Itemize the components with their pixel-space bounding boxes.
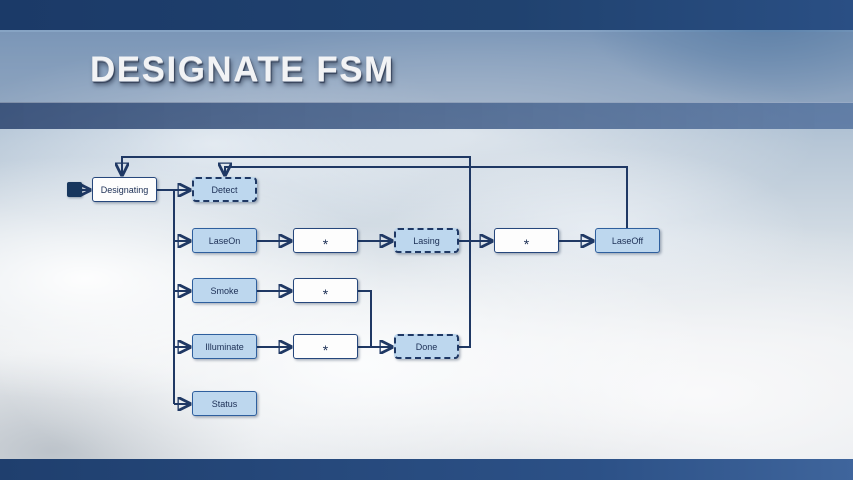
state-status-label: Status — [211, 398, 238, 409]
state-wildcard-smoke-label: * — [322, 285, 329, 302]
state-wildcard-laseon: * — [293, 228, 358, 253]
state-wildcard-lasing: * — [494, 228, 559, 253]
state-wildcard-smoke: * — [293, 278, 358, 303]
slide-title: DESIGNATE FSM — [90, 50, 395, 89]
initial-state-marker — [67, 182, 82, 197]
state-status: Status — [192, 391, 257, 416]
state-wildcard-illuminate-label: * — [322, 341, 329, 358]
state-illuminate-label: Illuminate — [205, 341, 244, 352]
top-bar — [0, 0, 853, 30]
state-laseoff: LaseOff — [595, 228, 660, 253]
transition-laseoff-detect — [225, 167, 628, 228]
title-under-band — [0, 102, 853, 129]
state-smoke: Smoke — [192, 278, 257, 303]
merge-smoke-into-done — [358, 290, 372, 347]
state-done: Done — [394, 334, 459, 359]
state-done-label: Done — [415, 341, 438, 352]
state-wildcard-illuminate: * — [293, 334, 358, 359]
state-laseon: LaseOn — [192, 228, 257, 253]
state-laseoff-label: LaseOff — [611, 235, 644, 246]
state-wildcard-lasing-label: * — [523, 235, 530, 252]
state-designating: Designating — [92, 177, 157, 202]
state-laseon-label: LaseOn — [208, 235, 241, 246]
state-detect: Detect — [192, 177, 257, 202]
state-wildcard-laseon-label: * — [322, 235, 329, 252]
state-detect-label: Detect — [211, 184, 238, 195]
state-smoke-label: Smoke — [210, 285, 239, 296]
bottom-bar — [0, 459, 853, 480]
state-designating-label: Designating — [100, 184, 149, 195]
state-lasing-label: Lasing — [413, 235, 440, 246]
state-illuminate: Illuminate — [192, 334, 257, 359]
title-band — [0, 32, 853, 102]
state-lasing: Lasing — [394, 228, 459, 253]
